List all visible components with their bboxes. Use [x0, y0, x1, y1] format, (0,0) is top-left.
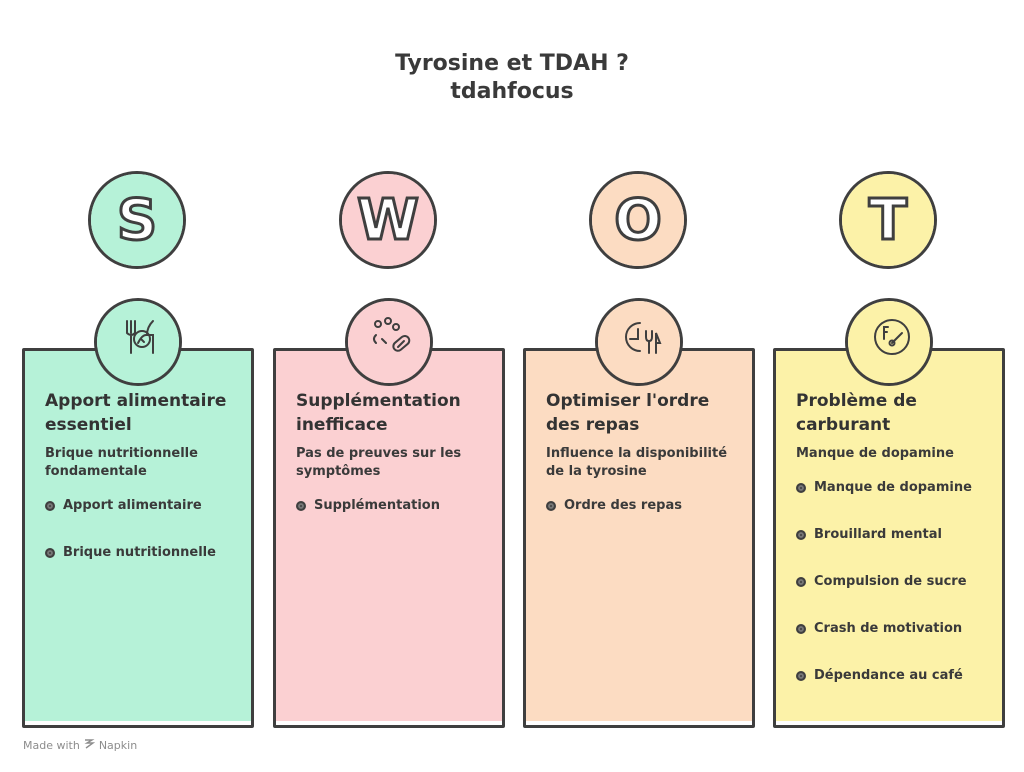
title-line-1: Tyrosine et TDAH ?	[395, 51, 629, 76]
bullet-icon	[796, 530, 806, 540]
swot-letter: W	[356, 186, 421, 254]
card-title: Problème de carburant	[796, 391, 917, 435]
clock-meal-icon	[620, 315, 664, 359]
letter-circle-o: O	[589, 171, 687, 269]
napkin-logo-icon	[84, 738, 96, 752]
bullet-list: Apport alimentaire Brique nutritionnelle	[45, 497, 239, 562]
bullet-icon	[796, 483, 806, 493]
swot-letter: T	[867, 186, 908, 254]
letter-circle-w: W	[339, 171, 437, 269]
card-subtitle: Manque de dopamine	[796, 446, 954, 461]
swot-column-strengths: S Apport alimentaire essentiel Brique nu…	[22, 165, 256, 730]
bullet-icon	[45, 501, 55, 511]
empty-fuel-gauge-icon	[870, 315, 914, 359]
card-title: Supplémentation inefficace	[296, 391, 461, 435]
bullet-list: Ordre des repas	[546, 497, 740, 515]
bullet-list: Manque de dopamine Brouillard mental Com…	[796, 479, 990, 685]
bullet-icon	[796, 577, 806, 587]
card-icon-tab	[845, 298, 933, 386]
bullet-icon	[296, 501, 306, 511]
swot-card: Supplémentation inefficace Pas de preuve…	[273, 348, 505, 728]
swot-column-weaknesses: W Supplémentation inefficace Pas de preu…	[273, 165, 507, 730]
swot-letter: S	[115, 186, 158, 254]
made-with-label: Made with	[23, 738, 80, 752]
bullet-icon	[546, 501, 556, 511]
list-item: Compulsion de sucre	[796, 573, 990, 591]
list-item: Ordre des repas	[546, 497, 740, 515]
swot-column-opportunities: O Optimiser l'ordre des repas Influence …	[523, 165, 757, 730]
card-title: Apport alimentaire essentiel	[45, 391, 227, 435]
napkin-footer: Made with Napkin	[23, 738, 137, 752]
swot-letter: O	[613, 186, 664, 254]
list-item: Supplémentation	[296, 497, 490, 515]
card-icon-tab	[595, 298, 683, 386]
bullet-icon	[796, 671, 806, 681]
list-item: Apport alimentaire	[45, 497, 239, 515]
card-icon-tab	[94, 298, 182, 386]
card-icon-tab	[345, 298, 433, 386]
card-subtitle: Brique nutritionnelle fondamentale	[45, 446, 198, 479]
list-item: Manque de dopamine	[796, 479, 990, 497]
fork-knife-leaf-icon	[119, 315, 163, 359]
card-subtitle: Pas de preuves sur les symptômes	[296, 446, 462, 479]
pills-capsule-icon	[370, 315, 414, 359]
bullet-list: Supplémentation	[296, 497, 490, 515]
title-line-2: tdahfocus	[450, 79, 574, 104]
letter-circle-t: T	[839, 171, 937, 269]
list-item: Crash de motivation	[796, 620, 990, 638]
card-subtitle: Influence la disponibilité de la tyrosin…	[546, 446, 728, 479]
bullet-icon	[45, 548, 55, 558]
swot-card: Problème de carburant Manque de dopamine…	[773, 348, 1005, 728]
bullet-icon	[796, 624, 806, 634]
list-item: Brique nutritionnelle	[45, 544, 239, 562]
swot-card: Optimiser l'ordre des repas Influence la…	[523, 348, 755, 728]
page-title: Tyrosine et TDAH ? tdahfocus	[0, 50, 1024, 106]
letter-circle-s: S	[88, 171, 186, 269]
card-title: Optimiser l'ordre des repas	[546, 391, 710, 435]
brand-name: Napkin	[98, 738, 138, 752]
list-item: Dépendance au café	[796, 667, 990, 685]
swot-card: Apport alimentaire essentiel Brique nutr…	[22, 348, 254, 728]
swot-column-threats: T Problème de carburant Manque de dopami…	[773, 165, 1007, 730]
list-item: Brouillard mental	[796, 526, 990, 544]
